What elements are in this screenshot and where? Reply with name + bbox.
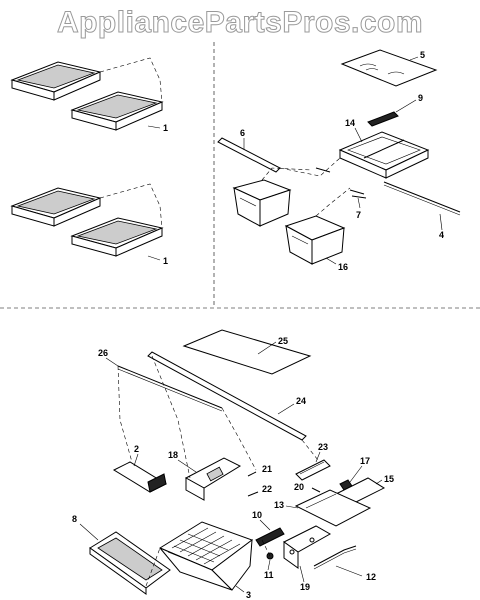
callout-1-lower: 1 [163,256,168,266]
callout-25: 25 [278,336,288,346]
callout-6: 6 [240,128,245,138]
callout-21: 21 [262,464,272,474]
slide-23 [295,459,331,481]
crisper-drawer-right [284,215,346,265]
callout-3: 3 [246,590,251,600]
callout-17: 17 [360,456,370,466]
shelf-upper-left [10,61,102,101]
shelf-lower-left [10,187,102,227]
callout-2: 2 [134,444,139,454]
crisper-cover-glass [340,49,438,87]
shelf-upper-right [70,91,164,131]
callout-20: 20 [294,482,304,492]
callout-4: 4 [439,230,444,240]
support-18 [184,457,242,501]
crisper-drawer-left [232,179,292,227]
bracket-2 [112,461,168,493]
drawer-front-8 [89,531,171,595]
callout-13: 13 [274,500,284,510]
callout-1-upper: 1 [163,123,168,133]
callout-15: 15 [384,474,394,484]
callout-22: 22 [262,484,272,494]
cover-panel-25 [182,329,312,375]
callout-24: 24 [296,396,306,406]
callout-14: 14 [345,118,355,128]
lever-12 [313,545,357,570]
crisper-rod-4 [383,181,461,216]
callout-18: 18 [168,450,178,460]
callout-8: 8 [72,514,77,524]
callout-12: 12 [366,572,376,582]
rail-26 [117,365,223,412]
callout-11: 11 [264,570,274,580]
guide-10 [255,527,285,547]
control-housing-19 [283,525,332,569]
shelf-lower-right [70,217,164,257]
callout-16: 16 [338,262,348,272]
pan-3 [158,521,254,591]
watermark-logo: AppliancePartsPros.com [56,6,424,40]
callout-7: 7 [356,210,361,220]
tray-13 [294,489,372,527]
callout-9: 9 [418,93,423,103]
callout-23: 23 [318,442,328,452]
rail-24 [147,351,307,441]
crisper-slide-9 [367,111,399,127]
crisper-frame-14 [338,131,430,179]
callout-26: 26 [98,348,108,358]
callout-5: 5 [420,50,425,60]
callout-10: 10 [252,510,262,520]
callout-19: 19 [300,582,310,592]
crisper-rail-6 [217,137,281,173]
